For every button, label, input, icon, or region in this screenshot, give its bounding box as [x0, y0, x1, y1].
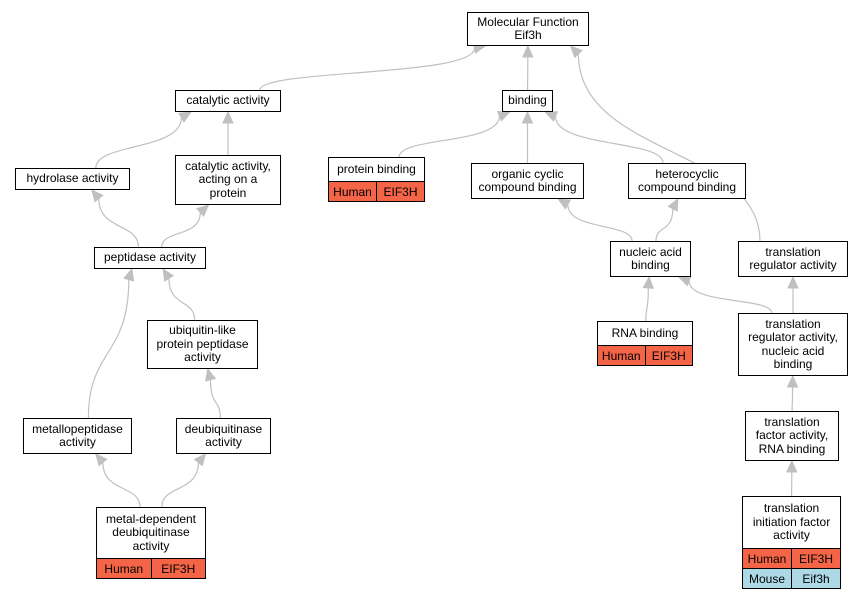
node-label: Molecular Function Eif3h — [477, 14, 579, 42]
annotation-row: Human EIF3H — [329, 181, 424, 201]
node-label: protein binding — [337, 161, 416, 176]
node-hydrolase-activity[interactable]: hydrolase activity — [15, 168, 130, 190]
arrowhead — [787, 275, 799, 289]
node-translation-regulator-activity[interactable]: translation regulator activity — [738, 241, 848, 277]
node-molecular-function[interactable]: Molecular Function Eif3h — [467, 12, 589, 46]
node-heterocyclic-compound-binding[interactable]: heterocyclic compound binding — [628, 163, 746, 199]
node-label: metallopeptidase activity — [32, 421, 123, 449]
node-translation-factor-activity-rna-binding[interactable]: translation factor activity, RNA binding — [745, 411, 839, 461]
edge-peptidase_activity-to-hydrolase_activity — [98, 198, 139, 248]
edge-translation_regulator_activity-to-molecular_function — [577, 53, 761, 242]
node-binding[interactable]: binding — [502, 90, 553, 112]
node-translation-initiation-factor-activity[interactable]: translation initiation factor activity H… — [742, 496, 841, 589]
edge-hydrolase_activity-to-catalytic_activity — [95, 117, 183, 169]
edge-heterocyclic_compound_binding-to-binding — [554, 116, 664, 164]
annotation-row: Mouse Eif3h — [743, 568, 840, 588]
edge-nucleic_acid_binding-to-heterocyclic_compound_binding — [655, 208, 674, 242]
arrowhead — [642, 275, 655, 289]
node-label: translation initiation factor activity — [752, 501, 831, 543]
node-label: translation factor activity, RNA binding — [755, 414, 829, 456]
node-label: catalytic activity, acting on a protein — [185, 158, 271, 200]
arrowhead — [786, 459, 798, 473]
node-peptidase-activity[interactable]: peptidase activity — [94, 247, 206, 269]
gene-cell: EIF3H — [791, 549, 840, 568]
annotation-row: Human EIF3H — [598, 345, 692, 365]
edge-rna_binding-to-nucleic_acid_binding — [645, 287, 649, 322]
edge-nucleic_acid_binding-to-organic_cyclic_compound_binding — [567, 204, 633, 242]
arrowhead — [521, 110, 534, 124]
arrowhead — [91, 189, 104, 203]
edge-metal_dependent_deubiquitinase_activity-to-deubiquitinase_activity — [161, 462, 199, 508]
annotation-row: Human EIF3H — [97, 558, 205, 578]
node-deubiquitinase-activity[interactable]: deubiquitinase activity — [176, 418, 271, 454]
node-rna-binding[interactable]: RNA binding Human EIF3H — [597, 321, 693, 366]
arrowhead — [667, 197, 679, 212]
gene-cell: Eif3h — [791, 569, 840, 588]
arrowhead — [569, 45, 583, 59]
arrowhead — [123, 267, 135, 282]
node-metallopeptidase-activity[interactable]: metallopeptidase activity — [23, 418, 132, 454]
annotation-row: Human EIF3H — [743, 548, 840, 568]
node-label: catalytic activity — [186, 93, 270, 108]
node-label: peptidase activity — [103, 250, 197, 265]
edge-deubiquitinase_activity-to-ubiquitin_like_protein_peptidase_activity — [209, 379, 221, 419]
node-catalytic-activity-acting-on-protein[interactable]: catalytic activity, acting on a protein — [175, 155, 281, 205]
node-label: binding — [508, 93, 547, 108]
node-translation-regulator-activity-nucleic-acid-binding[interactable]: translation regulator activity, nucleic … — [738, 313, 848, 376]
edge-protein_binding-to-binding — [398, 116, 501, 158]
species-cell: Mouse — [743, 569, 791, 588]
gene-cell: EIF3H — [150, 559, 205, 578]
node-organic-cyclic-compound-binding[interactable]: organic cyclic compound binding — [471, 163, 584, 199]
node-label: organic cyclic compound binding — [478, 166, 577, 194]
node-label: hydrolase activity — [26, 171, 119, 186]
node-catalytic-activity[interactable]: catalytic activity — [175, 90, 281, 112]
arrowhead — [557, 198, 572, 210]
arrowhead — [522, 44, 534, 58]
node-label: metal-dependent deubiquitinase activity — [105, 511, 197, 553]
arrowhead — [205, 367, 217, 382]
node-ubiquitin-like-protein-peptidase-activity[interactable]: ubiquitin-like protein peptidase activit… — [147, 320, 258, 369]
arrowhead — [193, 453, 207, 467]
edge-catalytic_activity-to-molecular_function — [259, 47, 476, 91]
node-label: translation regulator activity — [749, 244, 837, 272]
edge-translation_regulator_nucleic_acid_binding-to-nucleic_acid_binding — [688, 280, 773, 314]
species-cell: Human — [743, 549, 791, 568]
edge-ubiquitin_like_protein_peptidase_activity-to-peptidase_activity — [168, 278, 196, 321]
arrowhead — [178, 111, 192, 123]
edge-metal_dependent_deubiquitinase_activity-to-metallopeptidase_activity — [102, 462, 141, 508]
edge-peptidase_activity-to-catalytic_activity_protein — [161, 212, 201, 248]
species-cell: Human — [97, 559, 151, 578]
gene-cell: EIF3H — [376, 182, 424, 201]
node-label: heterocyclic compound binding — [637, 166, 737, 194]
gene-cell: EIF3H — [644, 346, 692, 365]
arrowhead — [196, 204, 210, 217]
node-label: deubiquitinase activity — [184, 421, 263, 449]
arrowhead — [222, 110, 234, 124]
node-protein-binding[interactable]: protein binding Human EIF3H — [328, 157, 425, 202]
species-cell: Human — [329, 182, 376, 201]
arrowhead — [95, 453, 108, 467]
node-label: ubiquitin-like protein peptidase activit… — [156, 323, 249, 365]
species-cell: Human — [598, 346, 645, 365]
node-metal-dependent-deubiquitinase-activity[interactable]: metal-dependent deubiquitinase activity … — [96, 507, 206, 579]
arrowhead — [786, 374, 799, 388]
node-label: RNA binding — [611, 325, 679, 340]
arrowhead — [162, 267, 175, 282]
node-label: nucleic acid binding — [619, 244, 682, 272]
edge-metallopeptidase_activity-to-peptidase_activity — [87, 279, 130, 419]
node-nucleic-acid-binding[interactable]: nucleic acid binding — [610, 241, 691, 277]
node-label: translation regulator activity, nucleic … — [748, 316, 838, 371]
